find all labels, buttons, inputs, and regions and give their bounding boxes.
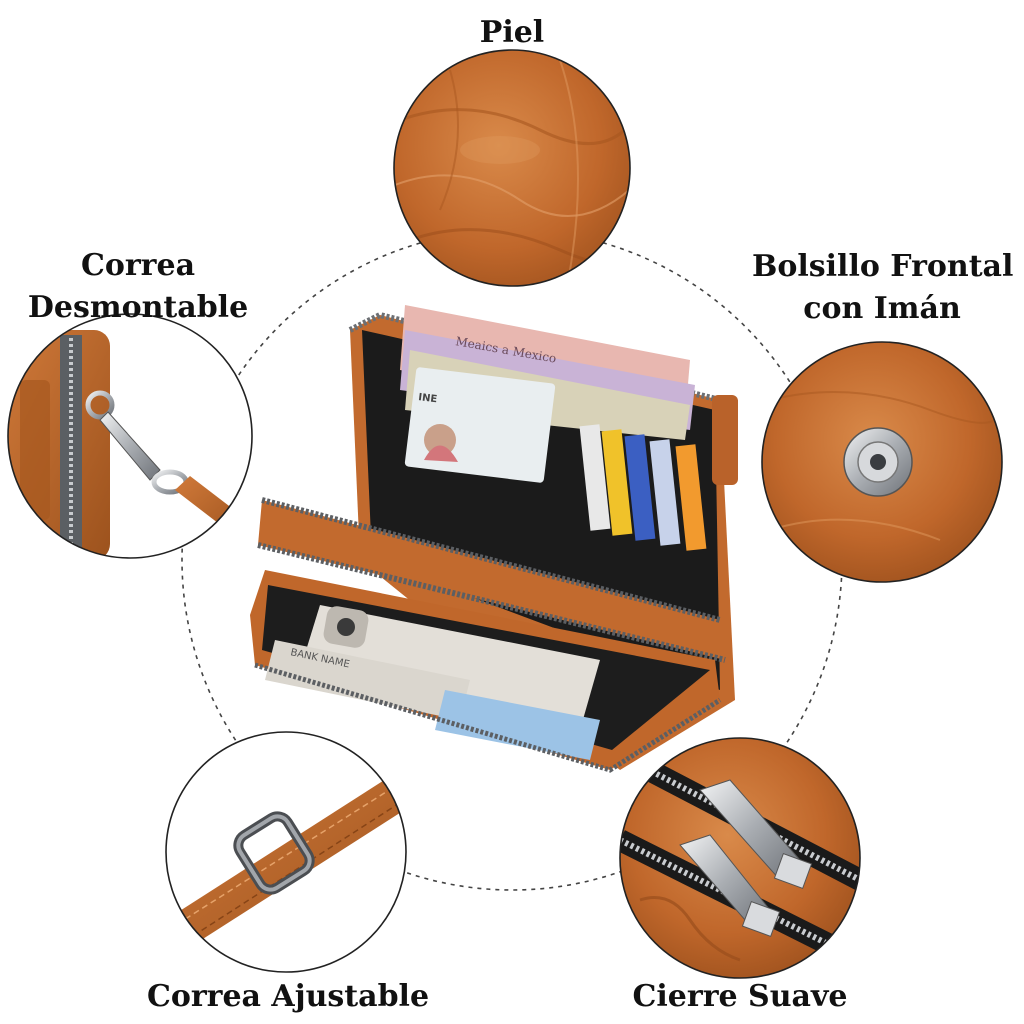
wallet-product-photo: Meaics a Mexico INE	[250, 305, 738, 773]
clasp-strap-icon	[7, 313, 253, 559]
id-card-brand: INE	[418, 392, 438, 405]
card-slots	[579, 424, 707, 551]
feature-label-leather: Piel	[479, 15, 545, 50]
feature-label-magnetic-pocket: Bolsillo Frontal con Imán	[752, 249, 1014, 326]
strap-buckle-icon	[165, 731, 407, 973]
magnetic-snap-icon	[761, 341, 1003, 583]
leather-texture-icon	[393, 49, 631, 287]
feature-label-adjustable-strap: Correa Ajustable	[146, 979, 430, 1014]
feature-label-detachable-strap: Correa Desmontable	[27, 248, 249, 325]
zipper-pull-icon	[619, 737, 861, 979]
feature-label-smooth-zipper: Cierre Suave	[632, 979, 848, 1014]
